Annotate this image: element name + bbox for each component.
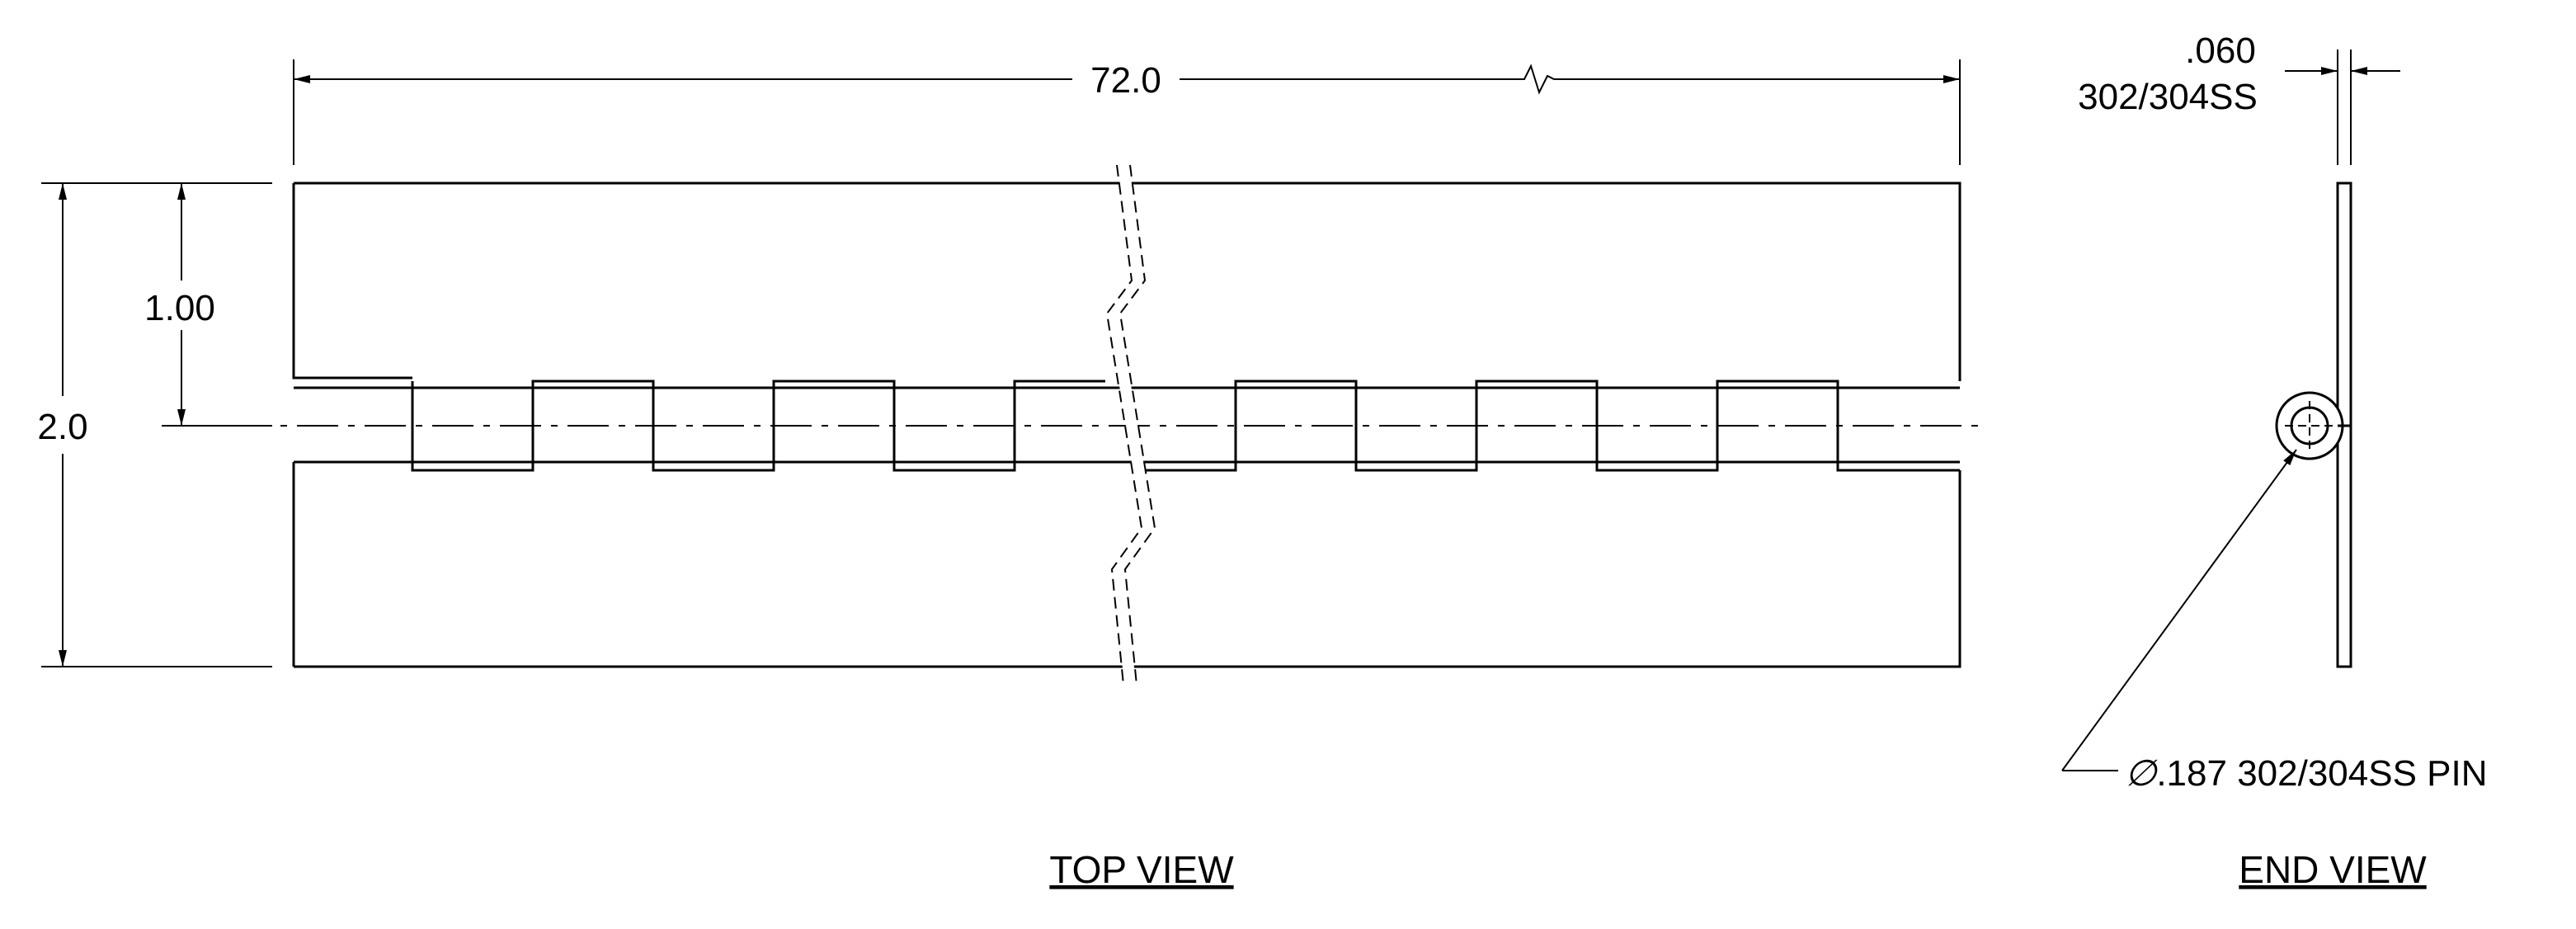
pin-leader: [2061, 449, 2297, 771]
width-dimension: [41, 182, 272, 667]
end-view-title: END VIEW: [2239, 848, 2427, 891]
leaf-material-label: 302/304SS: [2078, 77, 2258, 117]
diameter-symbol: ∅: [2125, 753, 2158, 794]
thickness-dimension: [2285, 50, 2400, 165]
thickness-label: .060: [2185, 31, 2256, 71]
length-label: 72.0: [1090, 60, 1161, 101]
pin-callout-text: .187 302/304SS PIN: [2156, 753, 2487, 794]
width-label: 2.0: [37, 407, 87, 447]
pin-callout: ∅.187 302/304SS PIN: [2125, 753, 2488, 794]
length-dimension: [293, 59, 1961, 165]
top-view-title: TOP VIEW: [1049, 848, 1234, 891]
upper-leaf: [292, 182, 1961, 381]
lower-leaf: [292, 462, 1961, 668]
half-width-label: 1.00: [144, 288, 215, 328]
top-view: [162, 182, 1980, 668]
end-view: [2275, 182, 2352, 668]
break-lines: [1107, 164, 1155, 686]
knuckle-profile: [411, 380, 1960, 472]
break-lines-edges: [1105, 164, 1156, 686]
